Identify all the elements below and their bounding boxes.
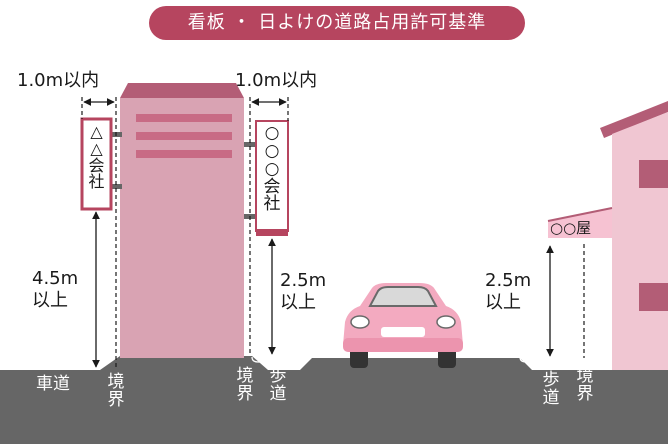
sidewalk-brace [251, 356, 299, 369]
sidewalk-brace [519, 356, 583, 369]
awning-height-label: 2.5m 以上 [485, 270, 532, 313]
house-window [639, 283, 668, 311]
house-window [639, 160, 668, 188]
right-projection-label: 1.0m以内 [235, 70, 318, 91]
left-projection-label: 1.0m以内 [17, 70, 100, 91]
window-band [136, 150, 232, 158]
right-sign-text: ○○○会社 [259, 124, 285, 227]
awning-text: ○○屋 [550, 219, 592, 237]
central-building [110, 83, 256, 358]
right-height-label: 2.5m 以上 [280, 270, 327, 313]
house-roof [600, 101, 668, 138]
boundary-left-label: 境界 [107, 372, 125, 410]
sidewalk-mid-label: 歩道 [269, 366, 287, 404]
sign-bracket [110, 184, 122, 189]
left-sign-text: △△会社 [86, 123, 107, 204]
sidewalk-right-label: 歩道 [542, 370, 560, 408]
sign-bracket [244, 142, 256, 147]
building-body [120, 98, 244, 358]
title-banner: 看板 ・ 日よけの道路占用許可基準 [149, 6, 525, 40]
right-sign-base [256, 229, 288, 236]
awning [548, 208, 612, 238]
ground [0, 356, 668, 444]
window-band [136, 132, 232, 140]
window-band [136, 114, 232, 122]
right-house [547, 101, 668, 370]
building-roof [120, 83, 244, 98]
car-illustration [343, 283, 463, 368]
boundary-right-label: 境界 [576, 366, 594, 404]
road-label: 車道 [36, 374, 70, 394]
house-wall [612, 112, 668, 370]
boundary-mid-label: 境界 [236, 366, 254, 404]
left-height-label: 4.5m 以上 [32, 268, 79, 311]
